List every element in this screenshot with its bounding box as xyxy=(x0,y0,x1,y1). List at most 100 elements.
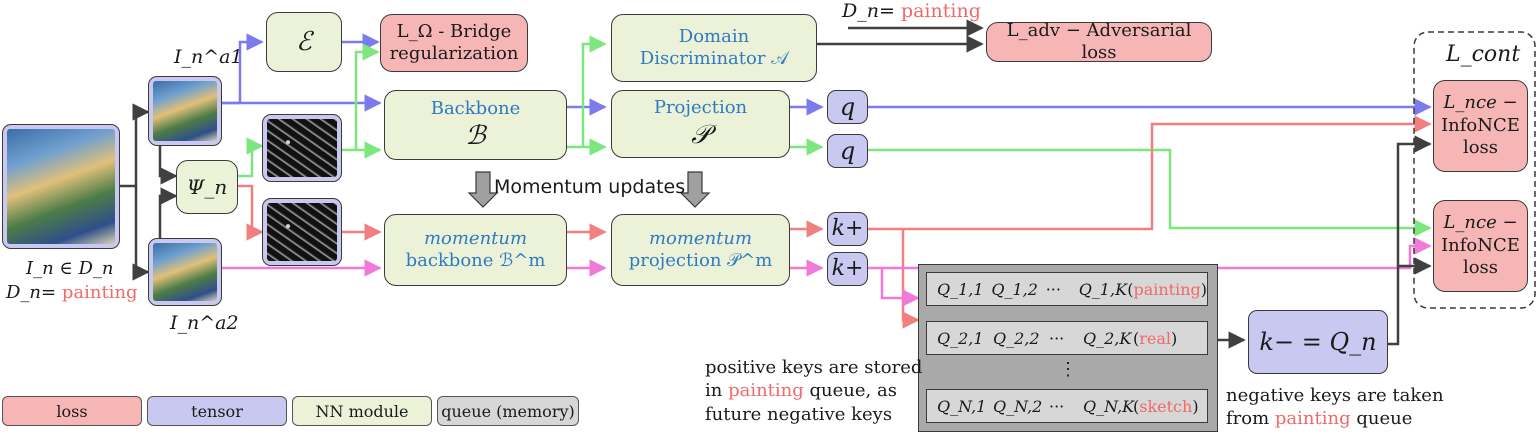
negative-note-red: painting xyxy=(1274,408,1351,430)
adv-domain-prefix: D_n= xyxy=(842,0,895,22)
positive-key-tensor-1: k+ xyxy=(827,212,868,246)
queue-vdots: ⋮ xyxy=(1059,359,1077,380)
infonce-loss-1: L_nce − InfoNCE loss xyxy=(1433,80,1528,172)
momentum-backbone-title: momentum xyxy=(423,227,528,249)
queue-cell: Q_1,K xyxy=(1078,279,1128,299)
query-tensor-1: q xyxy=(827,90,868,124)
queue-cell: Q_N,2 xyxy=(993,396,1043,416)
queue-domain-paren-close: ) xyxy=(1200,279,1207,299)
legend-queue: queue (memory) xyxy=(437,396,579,426)
encoder-module: ℰ xyxy=(266,12,342,72)
aug2-image xyxy=(148,238,222,306)
discriminator-title: Domain xyxy=(678,25,750,47)
projection-title: Projection xyxy=(653,96,748,118)
queue-domain-paren-open: ( xyxy=(1133,396,1140,416)
momentum-projection-module: momentum projection 𝒫^m xyxy=(611,214,790,286)
lcont-label: L_cont xyxy=(1446,42,1521,67)
momentum-update-arrows xyxy=(467,171,711,208)
positive-note-post: queue, as xyxy=(803,380,897,402)
projection-symbol: 𝒫 xyxy=(691,120,710,150)
queue-domain-painting: painting xyxy=(1133,279,1201,299)
positive-note-line1: positive keys are stored xyxy=(705,357,923,378)
edge-image-1 xyxy=(262,114,342,182)
edge-picture-1 xyxy=(267,119,337,177)
legend-nn-module: NN module xyxy=(292,396,432,426)
psi-module: Ψ_n xyxy=(176,160,238,214)
positive-note-line3: future negative keys xyxy=(705,403,893,425)
momentum-backbone-line2: backbone ℬ^m xyxy=(405,250,546,271)
queue-dots: ··· xyxy=(1049,328,1065,348)
backbone-module: Backbone ℬ xyxy=(384,90,567,160)
momentum-projection-title: momentum xyxy=(648,227,753,249)
nce2-line1: L_nce − xyxy=(1443,212,1518,234)
query-tensor-2-label: q xyxy=(839,137,856,165)
edge-image-2 xyxy=(262,198,342,266)
queue-domain-paren-open: ( xyxy=(1133,328,1140,348)
query-tensor-2: q xyxy=(827,134,868,168)
momentum-updates-label: Momentum updates xyxy=(494,176,686,198)
queue-dots: ··· xyxy=(1049,396,1065,416)
negative-keys-note: negative keys are taken from painting qu… xyxy=(1226,384,1444,431)
aug1-picture xyxy=(153,81,217,141)
input-domain-value: painting xyxy=(61,282,138,303)
queue-domain-paren-open: ( xyxy=(1127,279,1134,299)
momentum-backbone-module: momentum backbone ℬ^m xyxy=(384,214,567,286)
queue-dots: ··· xyxy=(1045,279,1061,299)
discriminator-line2: Discriminator 𝒜 xyxy=(639,48,789,69)
input-image-label: I_n ∈ D_n xyxy=(26,258,114,279)
positive-key-2-label: k+ xyxy=(831,256,864,282)
queue-cell: Q_2,K xyxy=(1083,328,1132,348)
lcont-group-border xyxy=(1413,31,1536,309)
queue-domain-paren-close: ) xyxy=(1192,396,1199,416)
negative-note-line1: negative keys are taken xyxy=(1226,385,1444,406)
legend-tensor: tensor xyxy=(147,396,287,426)
input-painting-image xyxy=(2,124,120,249)
queue-domain-sketch: sketch xyxy=(1139,396,1193,416)
queue-cell: Q_2,1 xyxy=(937,328,984,348)
domain-discriminator-module: Domain Discriminator 𝒜 xyxy=(611,14,817,82)
query-tensor-1-label: q xyxy=(839,93,856,121)
positive-note-line2: in painting queue, as xyxy=(705,379,922,402)
nce1-line3: loss xyxy=(1462,137,1499,159)
adv-domain-value: painting xyxy=(900,0,981,22)
psi-label: Ψ_n xyxy=(186,174,228,199)
queue-row-painting: Q_1,1 Q_1,2 ··· Q_1,K (painting) xyxy=(926,272,1208,306)
nce1-line1: L_nce − xyxy=(1443,92,1518,114)
queue-cell: Q_1,1 xyxy=(937,279,984,299)
projection-module: Projection 𝒫 xyxy=(611,90,790,158)
nce1-line2: InfoNCE xyxy=(1441,114,1520,136)
legend-queue-label: queue (memory) xyxy=(441,401,575,421)
infonce-loss-2: L_nce − InfoNCE loss xyxy=(1433,200,1528,292)
aug2-label: I_n^a2 xyxy=(170,312,239,334)
queue-cell: Q_1,2 xyxy=(991,279,1038,299)
queue-cell: Q_N,K xyxy=(1083,396,1135,416)
negative-note-pre: from xyxy=(1226,408,1275,430)
painting-picture xyxy=(7,129,115,244)
adversarial-loss-label: L_adv − Adversarial loss xyxy=(1006,19,1192,64)
aug1-label: I_n^a1 xyxy=(174,46,243,68)
queue-row-sketch: Q_N,1 Q_N,2 ··· Q_N,K (sketch) xyxy=(926,389,1208,423)
queue-row-real: Q_2,1 Q_2,2 ··· Q_2,K (real) xyxy=(926,321,1208,355)
positive-key-tensor-2: k+ xyxy=(827,252,868,286)
input-domain-label: D_n= painting xyxy=(6,282,138,303)
input-domain-prefix: D_n= xyxy=(6,282,57,303)
legend-loss-label: loss xyxy=(56,401,88,421)
positive-note-pre: in xyxy=(705,380,729,402)
legend-loss: loss xyxy=(2,396,142,426)
queue-cell: Q_2,2 xyxy=(993,328,1040,348)
memory-queue: Q_1,1 Q_1,2 ··· Q_1,K (painting) Q_2,1 Q… xyxy=(918,264,1218,432)
encoder-symbol: ℰ xyxy=(296,26,312,57)
momentum-projection-line2: projection 𝒫^m xyxy=(628,250,773,271)
bridge-regularization-loss: L_Ω - Bridge regularization xyxy=(380,14,528,72)
positive-note-red: painting xyxy=(728,380,804,402)
nce2-line3: loss xyxy=(1462,257,1499,279)
positive-keys-note: positive keys are stored in painting que… xyxy=(705,356,922,426)
nce2-line2: InfoNCE xyxy=(1441,234,1520,256)
negative-note-line2: from painting queue xyxy=(1226,407,1444,430)
queue-domain-paren-close: ) xyxy=(1171,328,1178,348)
queue-cell: Q_N,1 xyxy=(937,396,987,416)
adv-domain-label: D_n= painting xyxy=(842,0,981,22)
edge-picture-2 xyxy=(267,203,337,261)
negative-key-label: k− = Q_n xyxy=(1259,328,1377,356)
bridge-loss-line1: L_Ω - Bridge xyxy=(396,20,512,42)
